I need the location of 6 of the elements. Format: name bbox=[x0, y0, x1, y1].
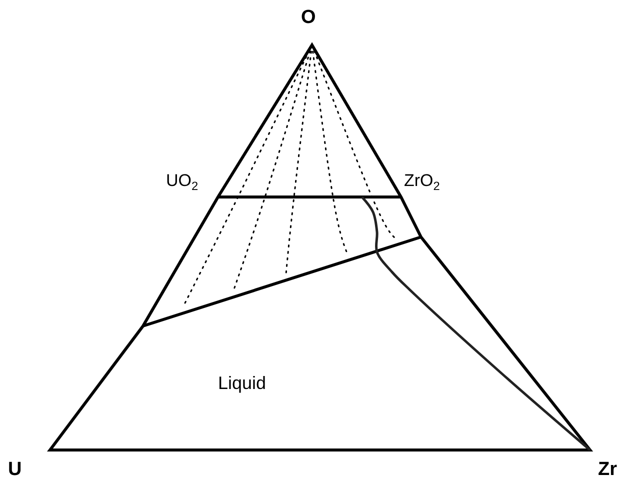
vertex-label: O bbox=[301, 8, 316, 27]
vertex-label: U bbox=[8, 460, 22, 479]
compound-label: ZrO$_{2}$ bbox=[404, 172, 440, 189]
region-label: Liquid bbox=[218, 374, 266, 392]
vertex-label: Zr bbox=[598, 460, 617, 479]
compound-label: UO$_{2}$ bbox=[166, 172, 198, 189]
